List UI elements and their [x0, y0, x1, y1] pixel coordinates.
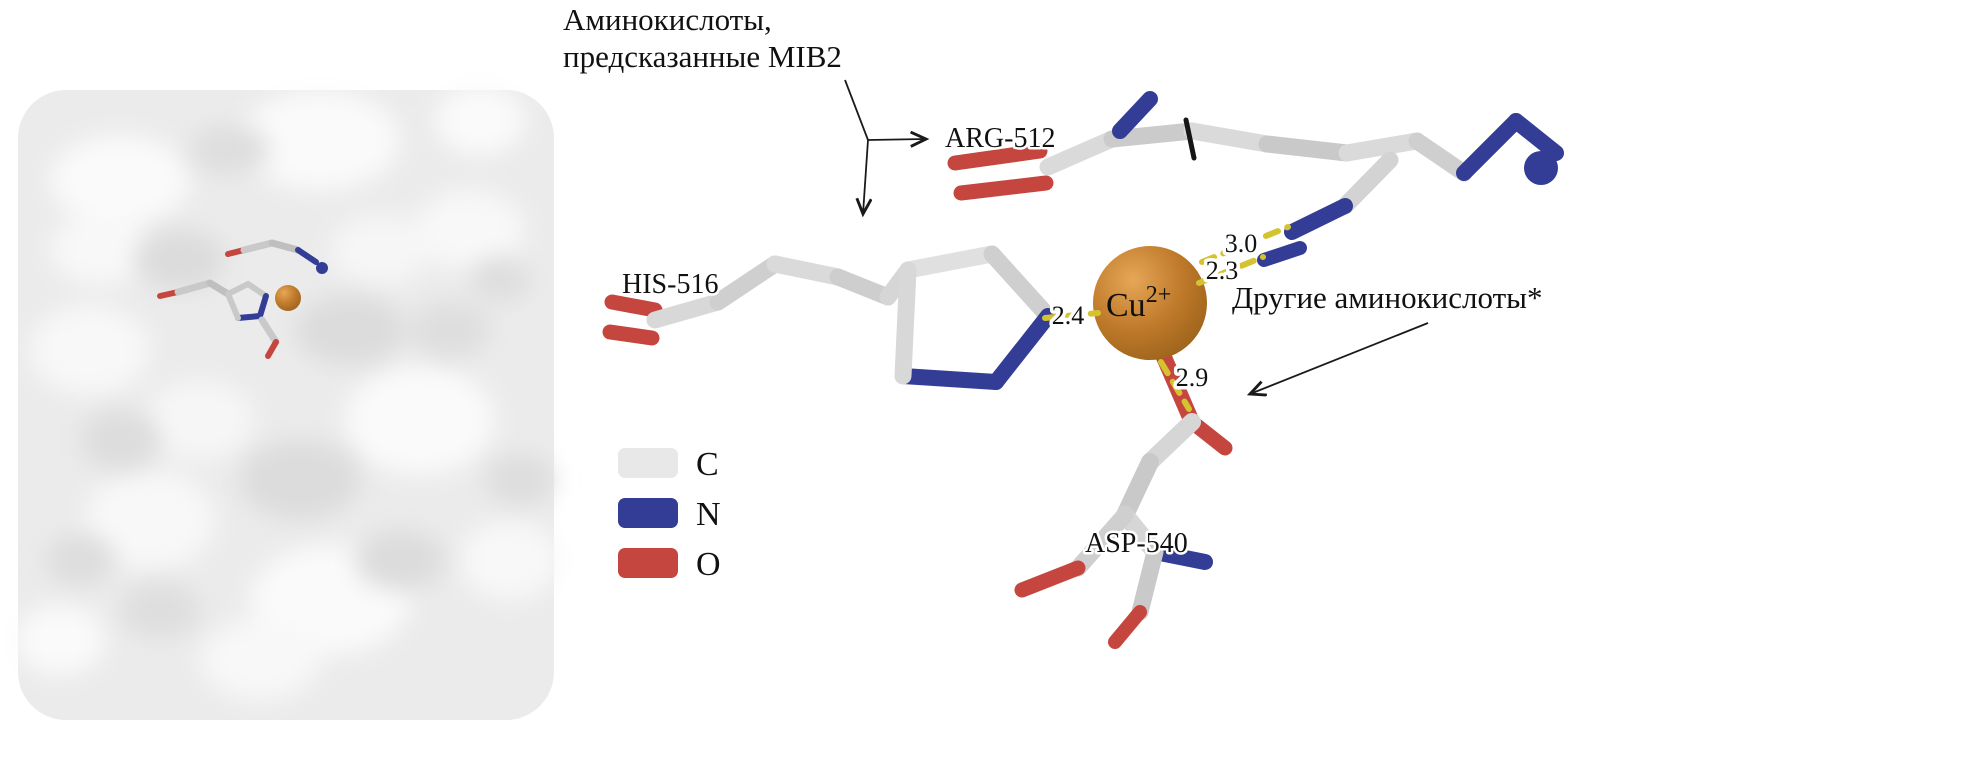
- legend-label-oxygen: O: [696, 546, 721, 583]
- legend-label-carbon: C: [696, 446, 719, 483]
- legend-swatch-nitrogen: [618, 498, 678, 528]
- annotation-arrow-his: [863, 139, 868, 214]
- distance-2-4-label: 2.4: [1052, 301, 1085, 330]
- contact-dash-2-9: [1158, 359, 1192, 412]
- distance-2-9-label: 2.9: [1176, 363, 1209, 392]
- legend-swatch-oxygen: [618, 548, 678, 578]
- cu-ion-label: Cu2+: [1106, 282, 1171, 324]
- his-516-sticks: [602, 245, 1057, 390]
- annotation-arrow-asp: [1250, 322, 1429, 394]
- legend-swatch-carbon: [618, 448, 678, 478]
- surface-overview-panel: [15, 85, 560, 720]
- copper-ion-small: [275, 285, 301, 311]
- predicted-annotation-line2: предсказанные MIB2: [563, 39, 842, 74]
- annotation-arrow-arg: [867, 139, 926, 140]
- arg-512-sticks: [947, 91, 1564, 267]
- contact-dash-3-0: [1199, 224, 1291, 265]
- annotation-arrows: [844, 79, 1429, 394]
- distance-3-0-label: 3.0: [1225, 229, 1258, 258]
- his-516-label: HIS-516: [622, 269, 718, 300]
- binding-site-panel: 3.0 2.3 2.4 2.9 Cu2+ ARG-512 HIS-516 ASP…: [563, 2, 1564, 649]
- coordination-dashes: [1042, 224, 1291, 412]
- protein-surface-shadows: [45, 125, 555, 638]
- arg-512-label: ARG-512: [945, 123, 1055, 154]
- contact-dash-2-3: [1196, 254, 1266, 286]
- bond-marker: [1183, 117, 1197, 161]
- predicted-annotation-line1: Аминокислоты,: [563, 2, 772, 37]
- legend: C N O: [618, 446, 721, 583]
- annotation-stem-line: [844, 79, 869, 141]
- asp-540-sticks: [1014, 340, 1233, 649]
- contact-dash-2-4: [1042, 310, 1101, 321]
- legend-label-nitrogen: N: [696, 496, 721, 533]
- distance-2-3-label: 2.3: [1206, 256, 1239, 285]
- pocket-sticks: [157, 239, 328, 359]
- copper-ion: [1093, 246, 1207, 360]
- other-residues-annotation: Другие аминокислоты*: [1232, 280, 1542, 315]
- asp-540-label: ASP-540: [1085, 528, 1188, 559]
